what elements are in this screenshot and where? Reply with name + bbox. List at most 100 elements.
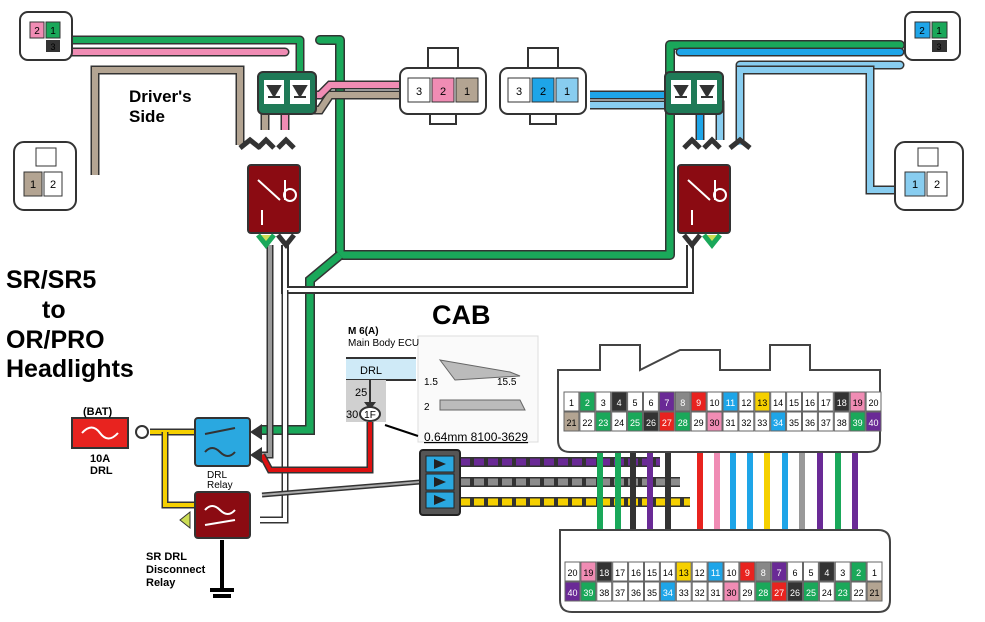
bottom-pin-number: 31 <box>711 588 721 598</box>
top-pin-number: 20 <box>869 398 879 408</box>
top-pin-number: 8 <box>680 398 685 408</box>
bottom-pin-cell <box>739 581 756 602</box>
ground-wire <box>210 540 234 598</box>
top-pin-number: 12 <box>741 398 751 408</box>
diode-pack-right <box>664 71 724 115</box>
plug-pin: 1 <box>912 179 918 191</box>
spec-dim-1: 1.5 <box>424 377 438 388</box>
bottom-pin-number: 8 <box>761 568 766 578</box>
ecu-terminal-label: 1F <box>364 410 376 421</box>
top-pin-cell <box>690 391 707 412</box>
bottom-pin-number: 2 <box>856 568 861 578</box>
plug-top-left: 2 1 3 <box>19 11 73 61</box>
top-pin-cell <box>722 391 739 412</box>
plug-pin: 2 <box>540 86 546 98</box>
plug-top-right: 2 1 3 <box>904 11 961 61</box>
bottom-pin-cell <box>723 561 740 582</box>
bottom-pin-number: 10 <box>726 568 736 578</box>
terminal-spec <box>384 335 539 443</box>
bottom-pin-cell <box>850 581 867 602</box>
top-pin-number: 40 <box>869 418 879 428</box>
drl-relay-label-1: DRL <box>207 470 227 481</box>
bottom-pin-cell <box>659 581 676 602</box>
left-tan-wire <box>90 65 405 175</box>
spec-dim-2: 15.5 <box>497 377 517 388</box>
top-pin-number: 27 <box>662 418 672 428</box>
cab-label: CAB <box>432 300 491 330</box>
bottom-pin-number: 6 <box>793 568 798 578</box>
drl-relay-label-2: Relay <box>207 480 233 491</box>
bottom-pin-cell <box>787 581 803 602</box>
bottom-pin-cell <box>803 561 819 582</box>
top-pin-number: 3 <box>601 398 606 408</box>
top-pin-number: 4 <box>617 398 622 408</box>
bottom-pin-number: 34 <box>663 588 673 598</box>
top-pin-number: 36 <box>805 418 815 428</box>
bottom-pin-cell <box>628 561 644 582</box>
plug-pin: 1 <box>564 86 570 98</box>
top-pin-cell <box>722 411 739 432</box>
spec-dim-3: 2 <box>424 402 430 413</box>
bottom-pin-cell <box>707 561 724 582</box>
top-pin-number: 35 <box>789 418 799 428</box>
bottom-pin-cell <box>834 561 851 582</box>
bottom-pin-cell <box>739 561 756 582</box>
disconnect-label-3: Relay <box>146 577 176 589</box>
bottom-pin-cell <box>580 561 597 582</box>
bottom-pin-cell <box>707 581 724 602</box>
top-pin-number: 13 <box>757 398 767 408</box>
red-wire <box>258 418 421 498</box>
bottom-pin-cell <box>659 561 676 582</box>
plug-left-side: 1 2 <box>13 141 77 211</box>
bottom-pin-cell <box>850 561 867 582</box>
top-pin-cell <box>611 411 628 432</box>
bottom-pin-cell <box>580 581 597 602</box>
bottom-pin-cell <box>675 561 692 582</box>
drivers-side-label-1: Driver's <box>129 87 192 106</box>
top-pin-cell <box>611 391 628 412</box>
bottom-pin-number: 5 <box>808 568 813 578</box>
fuse-label-1: 10A <box>90 453 110 465</box>
plug-pin: 2 <box>50 179 56 191</box>
top-pin-number: 15 <box>789 398 799 408</box>
bottom-pin-cell <box>564 581 581 602</box>
top-pin-cell <box>770 391 787 412</box>
top-pin-number: 33 <box>757 418 767 428</box>
top-pin-cell <box>738 411 755 432</box>
bat-label: (BAT) <box>83 406 112 418</box>
bottom-pin-cell <box>691 581 708 602</box>
bottom-pin-cell <box>866 581 883 602</box>
top-pin-number: 1 <box>569 398 574 408</box>
bottom-pin-number: 21 <box>870 588 880 598</box>
bottom-pin-number: 23 <box>838 588 848 598</box>
top-pin-cell <box>754 411 771 432</box>
top-pin-number: 5 <box>633 398 638 408</box>
top-pin-cell <box>658 391 675 412</box>
top-pin-number: 2 <box>585 398 590 408</box>
top-pin-cell <box>627 391 643 412</box>
top-pin-cell <box>770 411 787 432</box>
top-pin-cell <box>627 411 643 432</box>
bottom-pin-number: 19 <box>583 568 593 578</box>
ecu-connector-label: M 6(A) <box>348 326 379 337</box>
bottom-pin-cell <box>787 561 803 582</box>
bottom-pin-cell <box>771 561 788 582</box>
bottom-pin-cell <box>803 581 819 602</box>
bottom-pin-number: 32 <box>695 588 705 598</box>
top-pin-cell <box>865 411 882 432</box>
bottom-pin-cell <box>771 581 788 602</box>
bottom-pin-cell <box>596 561 613 582</box>
top-pin-cell <box>643 391 659 412</box>
top-pin-number: 34 <box>773 418 783 428</box>
top-pin-number: 18 <box>837 398 847 408</box>
top-pin-cell <box>802 411 818 432</box>
disconnect-label-2: Disconnect <box>146 564 206 576</box>
connector-wires <box>597 450 858 530</box>
top-pin-cell <box>658 411 675 432</box>
top-pin-cell <box>817 411 834 432</box>
top-pin-number: 9 <box>696 398 701 408</box>
plug-center-left: 3 2 1 <box>399 47 487 125</box>
bottom-pin-number: 22 <box>854 588 864 598</box>
top-pin-cell <box>754 391 771 412</box>
bottom-pin-cell <box>755 561 772 582</box>
